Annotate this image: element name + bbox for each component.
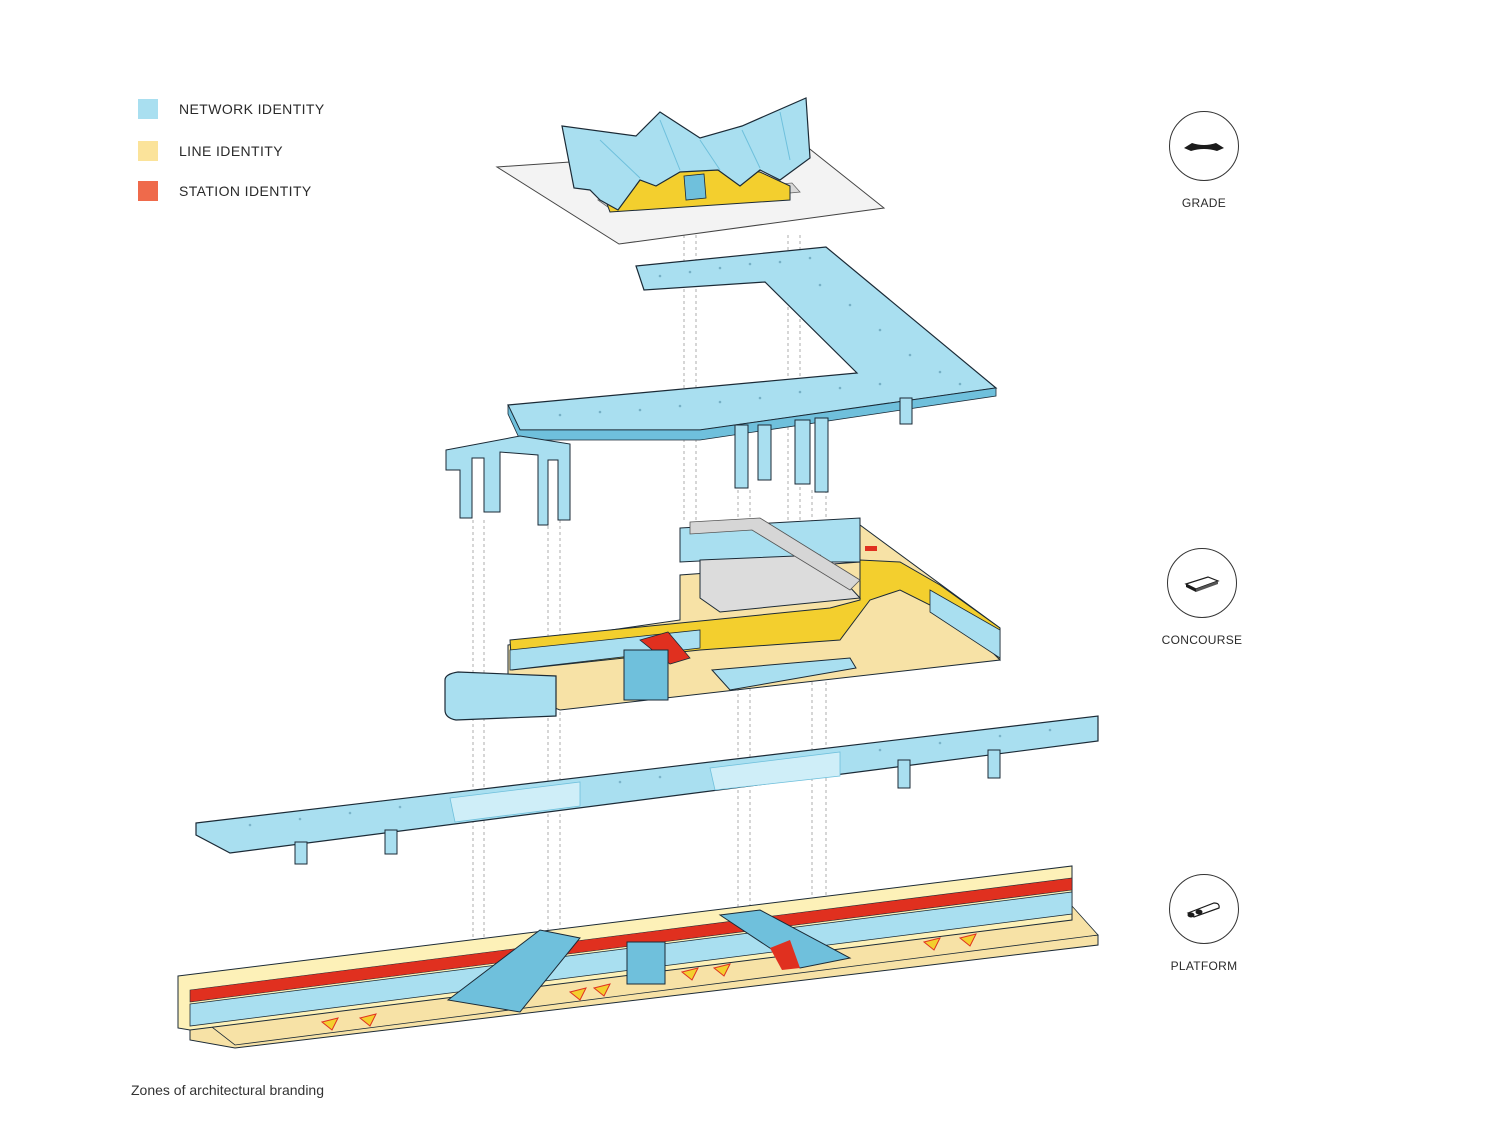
platform-ceiling-slab bbox=[195, 715, 1099, 854]
concourse-blue-glazing-right bbox=[929, 589, 1001, 659]
station-identity-swatch bbox=[138, 181, 158, 201]
ceiling-dot-pattern bbox=[558, 256, 962, 417]
platform-ceiling-columns bbox=[294, 749, 1001, 865]
slab-icon bbox=[1167, 548, 1237, 618]
line-identity-swatch bbox=[138, 141, 158, 161]
grade-badge: GRADE bbox=[1159, 111, 1249, 210]
canopy-ribs bbox=[599, 111, 791, 179]
concourse-label: CONCOURSE bbox=[1161, 633, 1243, 647]
platform-label: PLATFORM bbox=[1170, 959, 1238, 973]
network-identity-swatch bbox=[138, 99, 158, 119]
ceiling-edge bbox=[507, 387, 997, 441]
skylight-panel bbox=[449, 781, 581, 823]
legend-label: NETWORK IDENTITY bbox=[179, 101, 325, 117]
escalator-left bbox=[446, 929, 581, 1013]
canopy-icon bbox=[1169, 111, 1239, 181]
canopy-roof bbox=[561, 97, 811, 211]
figure-caption: Zones of architectural branding bbox=[131, 1082, 324, 1098]
escalator-right-red bbox=[770, 940, 800, 970]
escalator-top bbox=[689, 517, 861, 591]
grade-label: GRADE bbox=[1181, 196, 1227, 210]
elevator-core bbox=[623, 649, 669, 701]
skylight-panel-2 bbox=[709, 751, 841, 791]
tunnel-icon bbox=[1169, 874, 1239, 944]
grade-level-model bbox=[495, 97, 886, 245]
concourse-level-model bbox=[444, 517, 1001, 721]
concourse-badge: CONCOURSE bbox=[1157, 548, 1247, 647]
platform-elevator bbox=[626, 941, 666, 985]
legend-item-station: STATION IDENTITY bbox=[138, 180, 312, 202]
ceiling-columns bbox=[445, 397, 913, 526]
alignment-lines bbox=[472, 235, 827, 1000]
platform-benches bbox=[320, 933, 977, 1031]
platform-level-model bbox=[177, 865, 1099, 1049]
concourse-ceiling-model bbox=[445, 246, 998, 526]
canopy-door bbox=[683, 173, 707, 201]
legend-label: STATION IDENTITY bbox=[179, 183, 312, 199]
entry-pod bbox=[444, 671, 557, 721]
concourse-bench bbox=[710, 657, 857, 691]
platform-ceiling-dots bbox=[248, 728, 1052, 827]
legend-item-network: NETWORK IDENTITY bbox=[138, 98, 325, 120]
station-sign-1 bbox=[865, 546, 877, 551]
platform-red-band bbox=[189, 877, 1073, 1003]
legend-label: LINE IDENTITY bbox=[179, 143, 283, 159]
platform-badge: PLATFORM bbox=[1159, 874, 1249, 973]
legend-item-line: LINE IDENTITY bbox=[138, 140, 283, 162]
platform-ceiling-model bbox=[195, 715, 1099, 865]
